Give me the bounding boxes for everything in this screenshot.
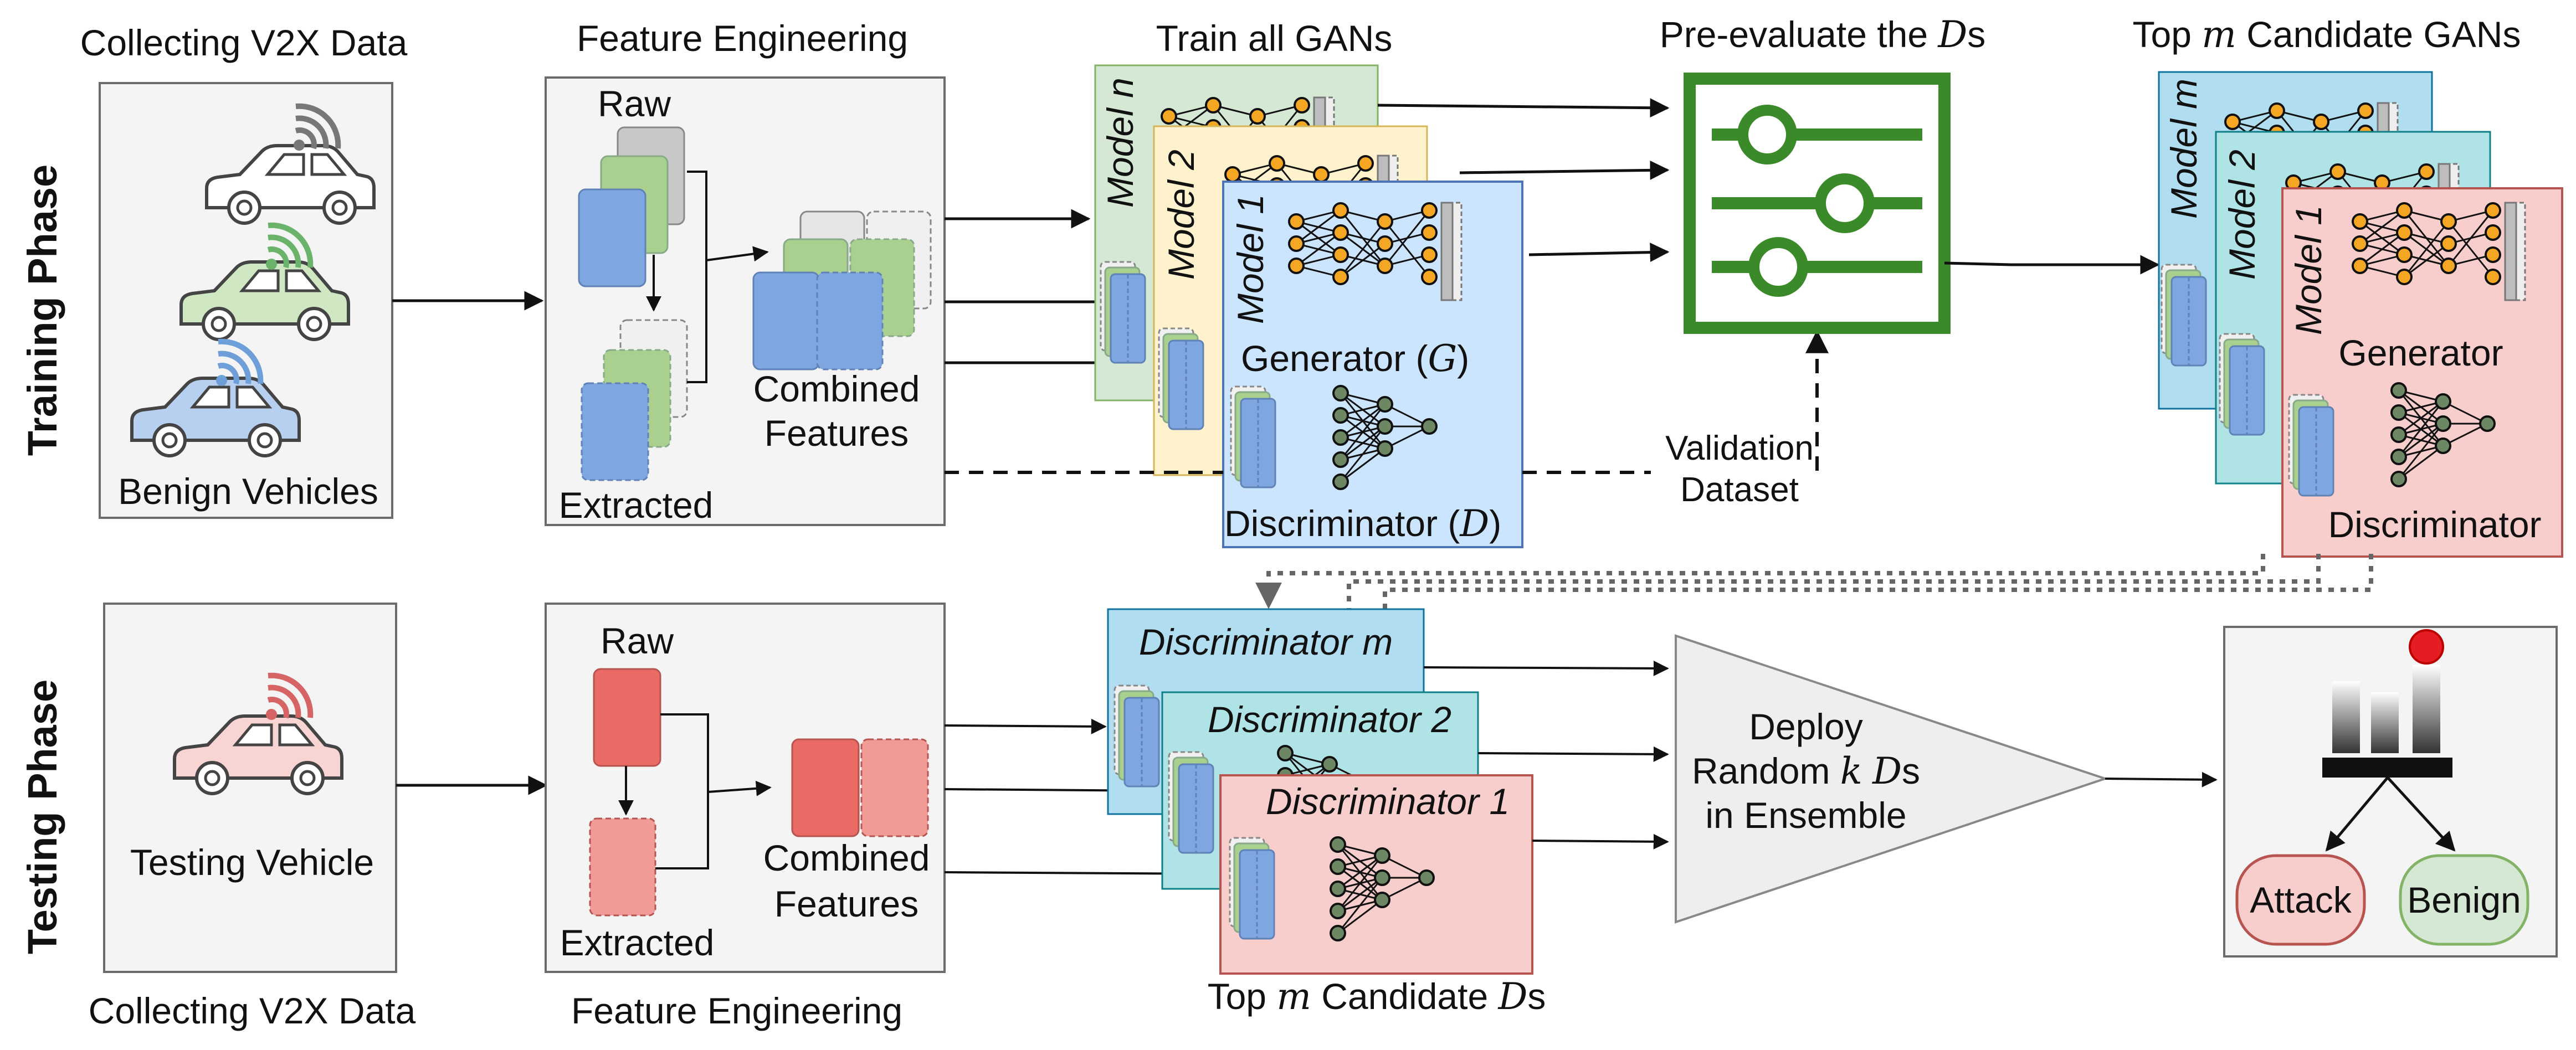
topm-gans-title: Top m Candidate GANs: [2133, 13, 2521, 56]
preeval-to-topm-arrow: [1944, 255, 2160, 275]
model-2-features-icon: [1158, 327, 1204, 430]
benign-label: Benign: [2407, 879, 2521, 920]
model-2-to-preeval-arrow: [1459, 160, 1670, 180]
fe-to-combined-arrow: [706, 246, 769, 262]
ensemble-triangle: [1675, 634, 2109, 924]
testing-phase-label: Testing Phase: [19, 680, 65, 954]
fe-title: Feature Engineering: [577, 18, 908, 59]
cand-model-2-label: Model 2: [2221, 150, 2262, 280]
discriminator-label: Discriminator (D): [1224, 502, 1501, 545]
disc-2-label: Discriminator 2: [1208, 699, 1451, 740]
voting-bars-icon: [2322, 665, 2452, 778]
testing-extracted-feature-icon: [589, 817, 656, 917]
cand-discriminator-label: Discriminator: [2328, 504, 2541, 545]
fe-bracket: [687, 171, 707, 383]
fe-raw-label: Raw: [598, 83, 671, 124]
model-n-to-preeval-arrow: [1377, 98, 1670, 118]
model-1-to-preeval-arrow: [1528, 243, 1670, 262]
preeval-filter-icon: [1684, 73, 1951, 334]
model-n-features-icon: [1100, 261, 1146, 364]
testing-fe-combined-label-1: Combined: [763, 837, 930, 878]
testing-fe-extracted-label: Extracted: [560, 922, 715, 963]
vote-to-attack-arrow: [2325, 776, 2389, 852]
top-m-disc-caption: Top m Candidate Ds: [1208, 975, 1546, 1018]
disc-2-features-icon: [1168, 751, 1214, 854]
benign-badge: [2399, 854, 2529, 946]
benign-vehicles-label: Benign Vehicles: [118, 471, 378, 512]
preeval-title: Pre-evaluate the Ds: [1660, 13, 1986, 56]
combined-features-icon: [752, 210, 932, 370]
testing-combined-features-icon: [791, 738, 929, 837]
fe-extracted-label: Extracted: [559, 485, 714, 526]
deploy-label-2: Random k Ds: [1692, 750, 1920, 792]
raw-features-icon: [578, 126, 685, 287]
deploy-label-1: Deploy: [1749, 706, 1862, 747]
testing-fe-raw-label: Raw: [601, 620, 674, 661]
testing-vehicle-label: Testing Vehicle: [130, 842, 374, 883]
testing-fe-to-disc-m-arrow: [944, 718, 1107, 734]
validation-label-2: Dataset: [1680, 471, 1799, 509]
testing-raw-feature-icon: [593, 668, 661, 767]
testing-fe-combined-label-2: Features: [774, 883, 918, 924]
model-2-label: Model 2: [1161, 150, 1202, 280]
disc-m-features-icon: [1113, 684, 1160, 787]
cand-model-m-label: Model m: [2163, 79, 2204, 219]
disc-1-to-ensemble-arrow: [1532, 833, 1669, 850]
model-n-label: Model n: [1100, 78, 1141, 208]
model-1-features-icon: [1230, 385, 1276, 488]
cand-model-2-features-icon: [2219, 333, 2265, 436]
testing-collect-panel: [103, 603, 397, 973]
collect-v2x-title: Collecting V2X Data: [80, 22, 408, 63]
cand-model-1-label: Model 1: [2288, 205, 2329, 335]
testing-fe-to-combined-arrow: [707, 780, 772, 796]
fe-combined-label-1: Combined: [753, 368, 920, 409]
cand-model-1-features-icon: [2288, 394, 2334, 497]
validation-label-1: Validation: [1665, 429, 1814, 467]
fe-combined-label-2: Features: [764, 413, 909, 454]
attack-label: Attack: [2250, 879, 2352, 920]
extracted-features-icon: [581, 319, 688, 481]
alert-indicator-icon: [2409, 629, 2444, 665]
vote-to-benign-arrow: [2387, 776, 2456, 852]
train-gans-title: Train all GANs: [1156, 18, 1393, 59]
deploy-label-3: in Ensemble: [1705, 795, 1906, 836]
training-phase-label: Training Phase: [19, 164, 65, 456]
attack-badge: [2235, 854, 2366, 946]
cand-generator-label: Generator: [2338, 332, 2503, 373]
disc-1-label: Discriminator 1: [1266, 781, 1510, 822]
testing-fe-caption: Feature Engineering: [571, 990, 902, 1031]
disc-m-label: Discriminator m: [1139, 621, 1393, 662]
disc-2-to-ensemble-arrow: [1477, 746, 1669, 762]
testing-collect-caption: Collecting V2X Data: [89, 990, 416, 1031]
model-1-label: Model 1: [1230, 194, 1271, 324]
disc-m-to-ensemble-arrow: [1423, 660, 1669, 676]
generator-label: Generator (G): [1241, 337, 1469, 380]
cand-model-m-features-icon: [2161, 264, 2207, 367]
disc-1-features-icon: [1229, 837, 1275, 940]
ensemble-to-vote-arrow: [2105, 771, 2218, 787]
